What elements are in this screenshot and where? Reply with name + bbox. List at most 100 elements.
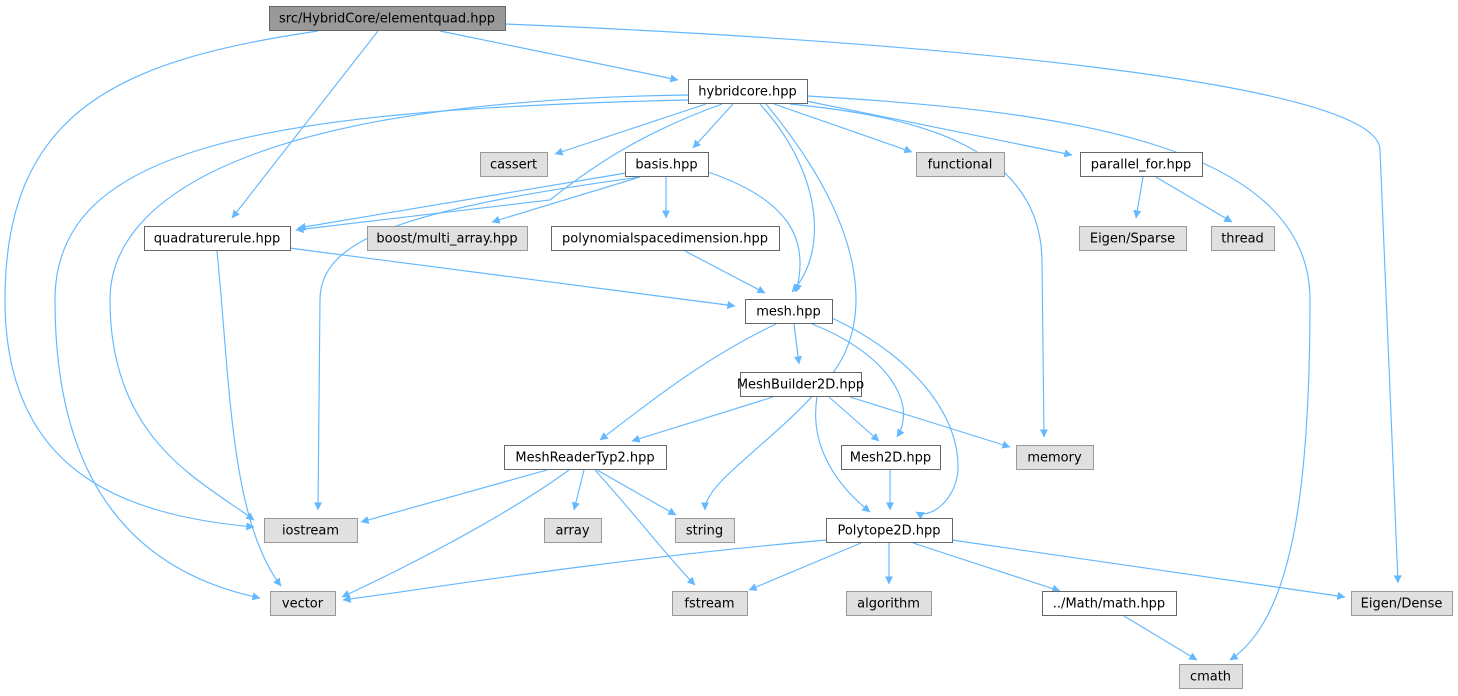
edge-basis-to-mesh xyxy=(707,171,802,293)
node-label-string: string xyxy=(686,524,723,539)
node-label-eigendense: Eigen/Dense xyxy=(1361,597,1443,612)
node-box-mesh2d xyxy=(841,445,941,470)
node-box-memory xyxy=(1016,445,1094,470)
edge-parallelfor-to-eigensparse xyxy=(1133,176,1144,219)
node-quadraturerule[interactable]: quadraturerule.hpp xyxy=(144,226,291,251)
node-mathhpp[interactable]: ../Math/math.hpp xyxy=(1042,591,1177,616)
node-hybridcore[interactable]: hybridcore.hpp xyxy=(688,79,808,104)
edge-hybridcore-to-cmath xyxy=(806,95,1311,661)
node-cassert: cassert xyxy=(480,152,548,177)
node-basis[interactable]: basis.hpp xyxy=(625,152,709,177)
edge-meshbuilder-to-polytope xyxy=(815,396,871,513)
node-meshreader[interactable]: MeshReaderTyp2.hpp xyxy=(504,445,667,470)
node-vector: vector xyxy=(270,591,336,616)
node-array: array xyxy=(544,518,602,543)
edge-hybridcore-to-quadraturerule xyxy=(295,103,723,234)
edge-polytope-to-mathhpp xyxy=(912,542,1061,593)
node-functional: functional xyxy=(916,152,1005,177)
node-box-mathhpp xyxy=(1042,591,1177,616)
node-label-vector: vector xyxy=(282,597,324,612)
node-label-thread: thread xyxy=(1221,232,1264,247)
node-box-cassert xyxy=(480,152,548,177)
node-label-algorithm: algorithm xyxy=(857,597,920,612)
edge-hybridcore-to-iostream xyxy=(109,94,689,521)
node-memory: memory xyxy=(1016,445,1094,470)
node-box-polyspace xyxy=(551,226,780,251)
node-box-thread xyxy=(1211,226,1275,251)
edge-polytope-to-vector xyxy=(342,539,827,604)
node-mesh[interactable]: mesh.hpp xyxy=(745,299,833,324)
nodes-layer: src/HybridCore/elementquad.hpp hybridcore… xyxy=(144,6,1453,689)
node-label-iostream: iostream xyxy=(282,524,339,539)
node-box-boostmulti xyxy=(367,226,528,251)
edge-meshbuilder-to-meshreader xyxy=(631,396,774,443)
edge-polytope-to-fstream xyxy=(748,542,862,591)
edge-root-to-eigendense xyxy=(504,23,1402,584)
node-box-parallelfor xyxy=(1080,152,1203,177)
node-algorithm: algorithm xyxy=(846,591,932,616)
node-polyspace[interactable]: polynomialspacedimension.hpp xyxy=(551,226,780,251)
edge-root-to-quadraturerule xyxy=(231,30,379,219)
node-box-eigensparse xyxy=(1079,226,1187,251)
node-label-polytope: Polytope2D.hpp xyxy=(837,524,940,539)
node-box-string xyxy=(675,518,735,543)
node-box-root xyxy=(269,6,506,31)
node-box-meshbuilder xyxy=(740,372,862,397)
edge-basis-to-quadraturerule xyxy=(297,172,627,231)
node-label-boostmulti: boost/multi_array.hpp xyxy=(376,232,517,247)
node-label-cmath: cmath xyxy=(1190,670,1231,685)
edge-hybridcore-to-vector xyxy=(54,99,689,601)
node-polytope[interactable]: Polytope2D.hpp xyxy=(826,518,953,543)
node-label-mathhpp: ../Math/math.hpp xyxy=(1053,597,1165,612)
node-label-functional: functional xyxy=(928,158,993,173)
node-fstream: fstream xyxy=(672,591,748,616)
node-mesh2d[interactable]: Mesh2D.hpp xyxy=(841,445,941,470)
edge-meshreader-to-array xyxy=(571,469,585,511)
edge-root-to-hybridcore xyxy=(439,30,679,83)
edge-meshreader-to-fstream xyxy=(594,469,696,586)
node-boostmulti: boost/multi_array.hpp xyxy=(367,226,528,251)
edge-hybridcore-to-functional xyxy=(773,103,913,154)
node-label-array: array xyxy=(555,524,589,539)
node-box-iostream xyxy=(264,518,358,543)
node-box-mesh xyxy=(745,299,833,324)
node-label-cassert: cassert xyxy=(490,158,537,173)
node-meshbuilder[interactable]: MeshBuilder2D.hpp xyxy=(737,372,864,397)
node-label-memory: memory xyxy=(1027,451,1082,466)
node-label-parallelfor: parallel_for.hpp xyxy=(1091,158,1191,173)
edge-quadraturerule-to-vector xyxy=(216,250,282,587)
node-string: string xyxy=(675,518,735,543)
node-box-hybridcore xyxy=(688,79,808,104)
edge-hybridcore-to-memory xyxy=(789,103,1048,438)
node-label-root: src/HybridCore/elementquad.hpp xyxy=(279,12,495,27)
edge-hybridcore-to-string xyxy=(700,103,857,511)
node-label-hybridcore: hybridcore.hpp xyxy=(698,85,796,100)
edge-parallelfor-to-thread xyxy=(1155,176,1233,223)
edge-hybridcore-to-parallelfor xyxy=(805,100,1073,158)
node-box-meshreader xyxy=(504,445,667,470)
node-box-algorithm xyxy=(846,591,932,616)
node-label-basis: basis.hpp xyxy=(635,158,697,173)
edge-hybridcore-to-basis xyxy=(692,103,734,149)
node-box-cmath xyxy=(1179,664,1243,689)
edge-quadraturerule-to-mesh xyxy=(288,247,736,310)
edge-meshreader-to-iostream xyxy=(360,469,548,524)
edge-meshbuilder-to-memory xyxy=(849,396,1011,449)
edge-mesh-to-mesh2d xyxy=(811,323,905,438)
node-root[interactable]: src/HybridCore/elementquad.hpp xyxy=(269,6,506,31)
edge-basis-to-boostmulti xyxy=(491,176,641,224)
node-eigendense: Eigen/Dense xyxy=(1351,591,1453,616)
edge-hybridcore-to-mesh xyxy=(759,103,815,293)
edge-root-to-iostream xyxy=(4,30,319,531)
node-label-meshbuilder: MeshBuilder2D.hpp xyxy=(737,378,864,393)
node-box-quadraturerule xyxy=(144,226,291,251)
edge-meshbuilder-to-mesh2d xyxy=(828,396,880,442)
node-label-mesh2d: Mesh2D.hpp xyxy=(850,451,931,466)
node-box-vector xyxy=(270,591,336,616)
node-label-polyspace: polynomialspacedimension.hpp xyxy=(562,232,768,247)
node-cmath: cmath xyxy=(1179,664,1243,689)
edge-mesh-to-polytope xyxy=(831,317,959,520)
node-parallelfor[interactable]: parallel_for.hpp xyxy=(1080,152,1203,177)
edge-meshreader-to-string xyxy=(596,469,677,516)
